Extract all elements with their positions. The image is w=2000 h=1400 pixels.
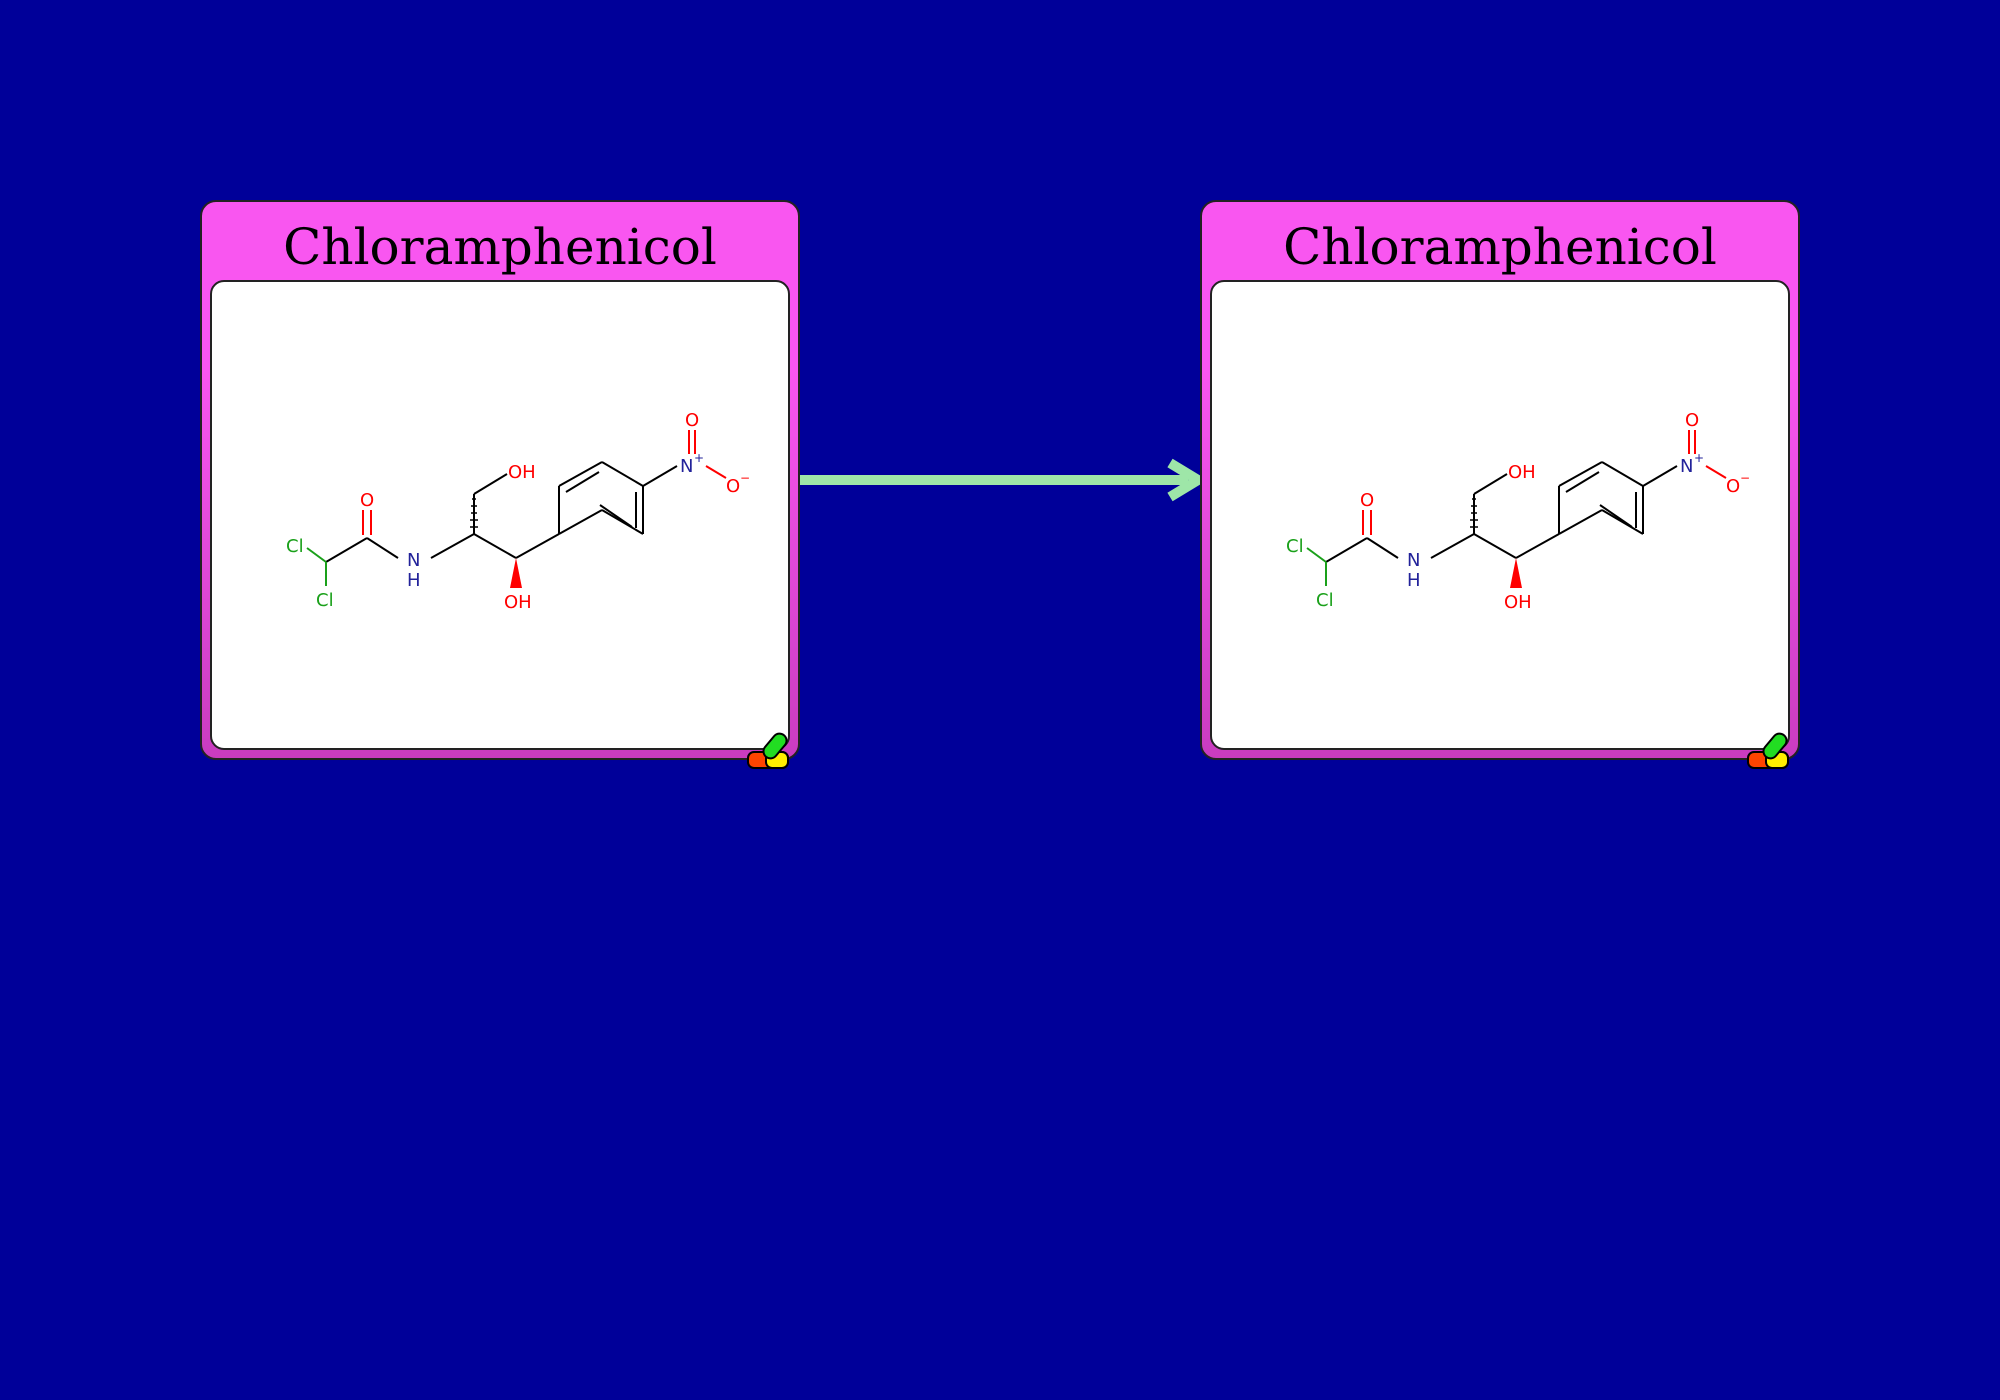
- nitro-o: O: [685, 410, 699, 431]
- chloramphenicol-structure: Cl Cl O N H OH OH N + O O −: [286, 410, 750, 613]
- atom-cl: Cl: [1316, 590, 1334, 611]
- charge-minus: −: [1740, 471, 1750, 485]
- arrow-head: [1167, 458, 1208, 502]
- capsule-icon[interactable]: [746, 728, 794, 774]
- structure-panel: Cl Cl O N H OH OH N + O O −: [1210, 280, 1790, 750]
- nitro-o: O: [1726, 476, 1740, 497]
- structure-panel: Cl Cl O N H OH OH N + O O −: [210, 280, 790, 750]
- charge-plus: +: [1694, 451, 1704, 465]
- nitro-o: O: [726, 476, 740, 497]
- atom-o: O: [1360, 490, 1374, 511]
- chloramphenicol-structure: Cl Cl O N H OH OH N + O O −: [1286, 410, 1750, 613]
- nitro-o: O: [1685, 410, 1699, 431]
- charge-plus: +: [694, 451, 704, 465]
- hydroxyl-top: OH: [508, 462, 536, 483]
- node-title: Chloramphenicol: [1283, 218, 1717, 276]
- atom-cl: Cl: [316, 590, 334, 611]
- atom-h: H: [1407, 570, 1421, 591]
- hydroxyl-top: OH: [1508, 462, 1536, 483]
- charge-minus: −: [740, 471, 750, 485]
- species-node-left[interactable]: Chloramphenicol: [200, 200, 800, 769]
- atom-n: N: [1407, 550, 1420, 571]
- atom-o: O: [360, 490, 374, 511]
- hydroxyl-bottom: OH: [1504, 592, 1532, 613]
- node-title: Chloramphenicol: [283, 218, 717, 276]
- nitro-n: N: [680, 456, 693, 477]
- hydroxyl-bottom: OH: [504, 592, 532, 613]
- atom-n: N: [407, 550, 420, 571]
- capsule-icon[interactable]: [1746, 728, 1794, 774]
- nitro-n: N: [1680, 456, 1693, 477]
- atom-h: H: [407, 570, 421, 591]
- atom-cl: Cl: [1286, 536, 1304, 557]
- atom-cl: Cl: [286, 536, 304, 557]
- species-node-right[interactable]: Chloramphenicol: [1200, 200, 1800, 769]
